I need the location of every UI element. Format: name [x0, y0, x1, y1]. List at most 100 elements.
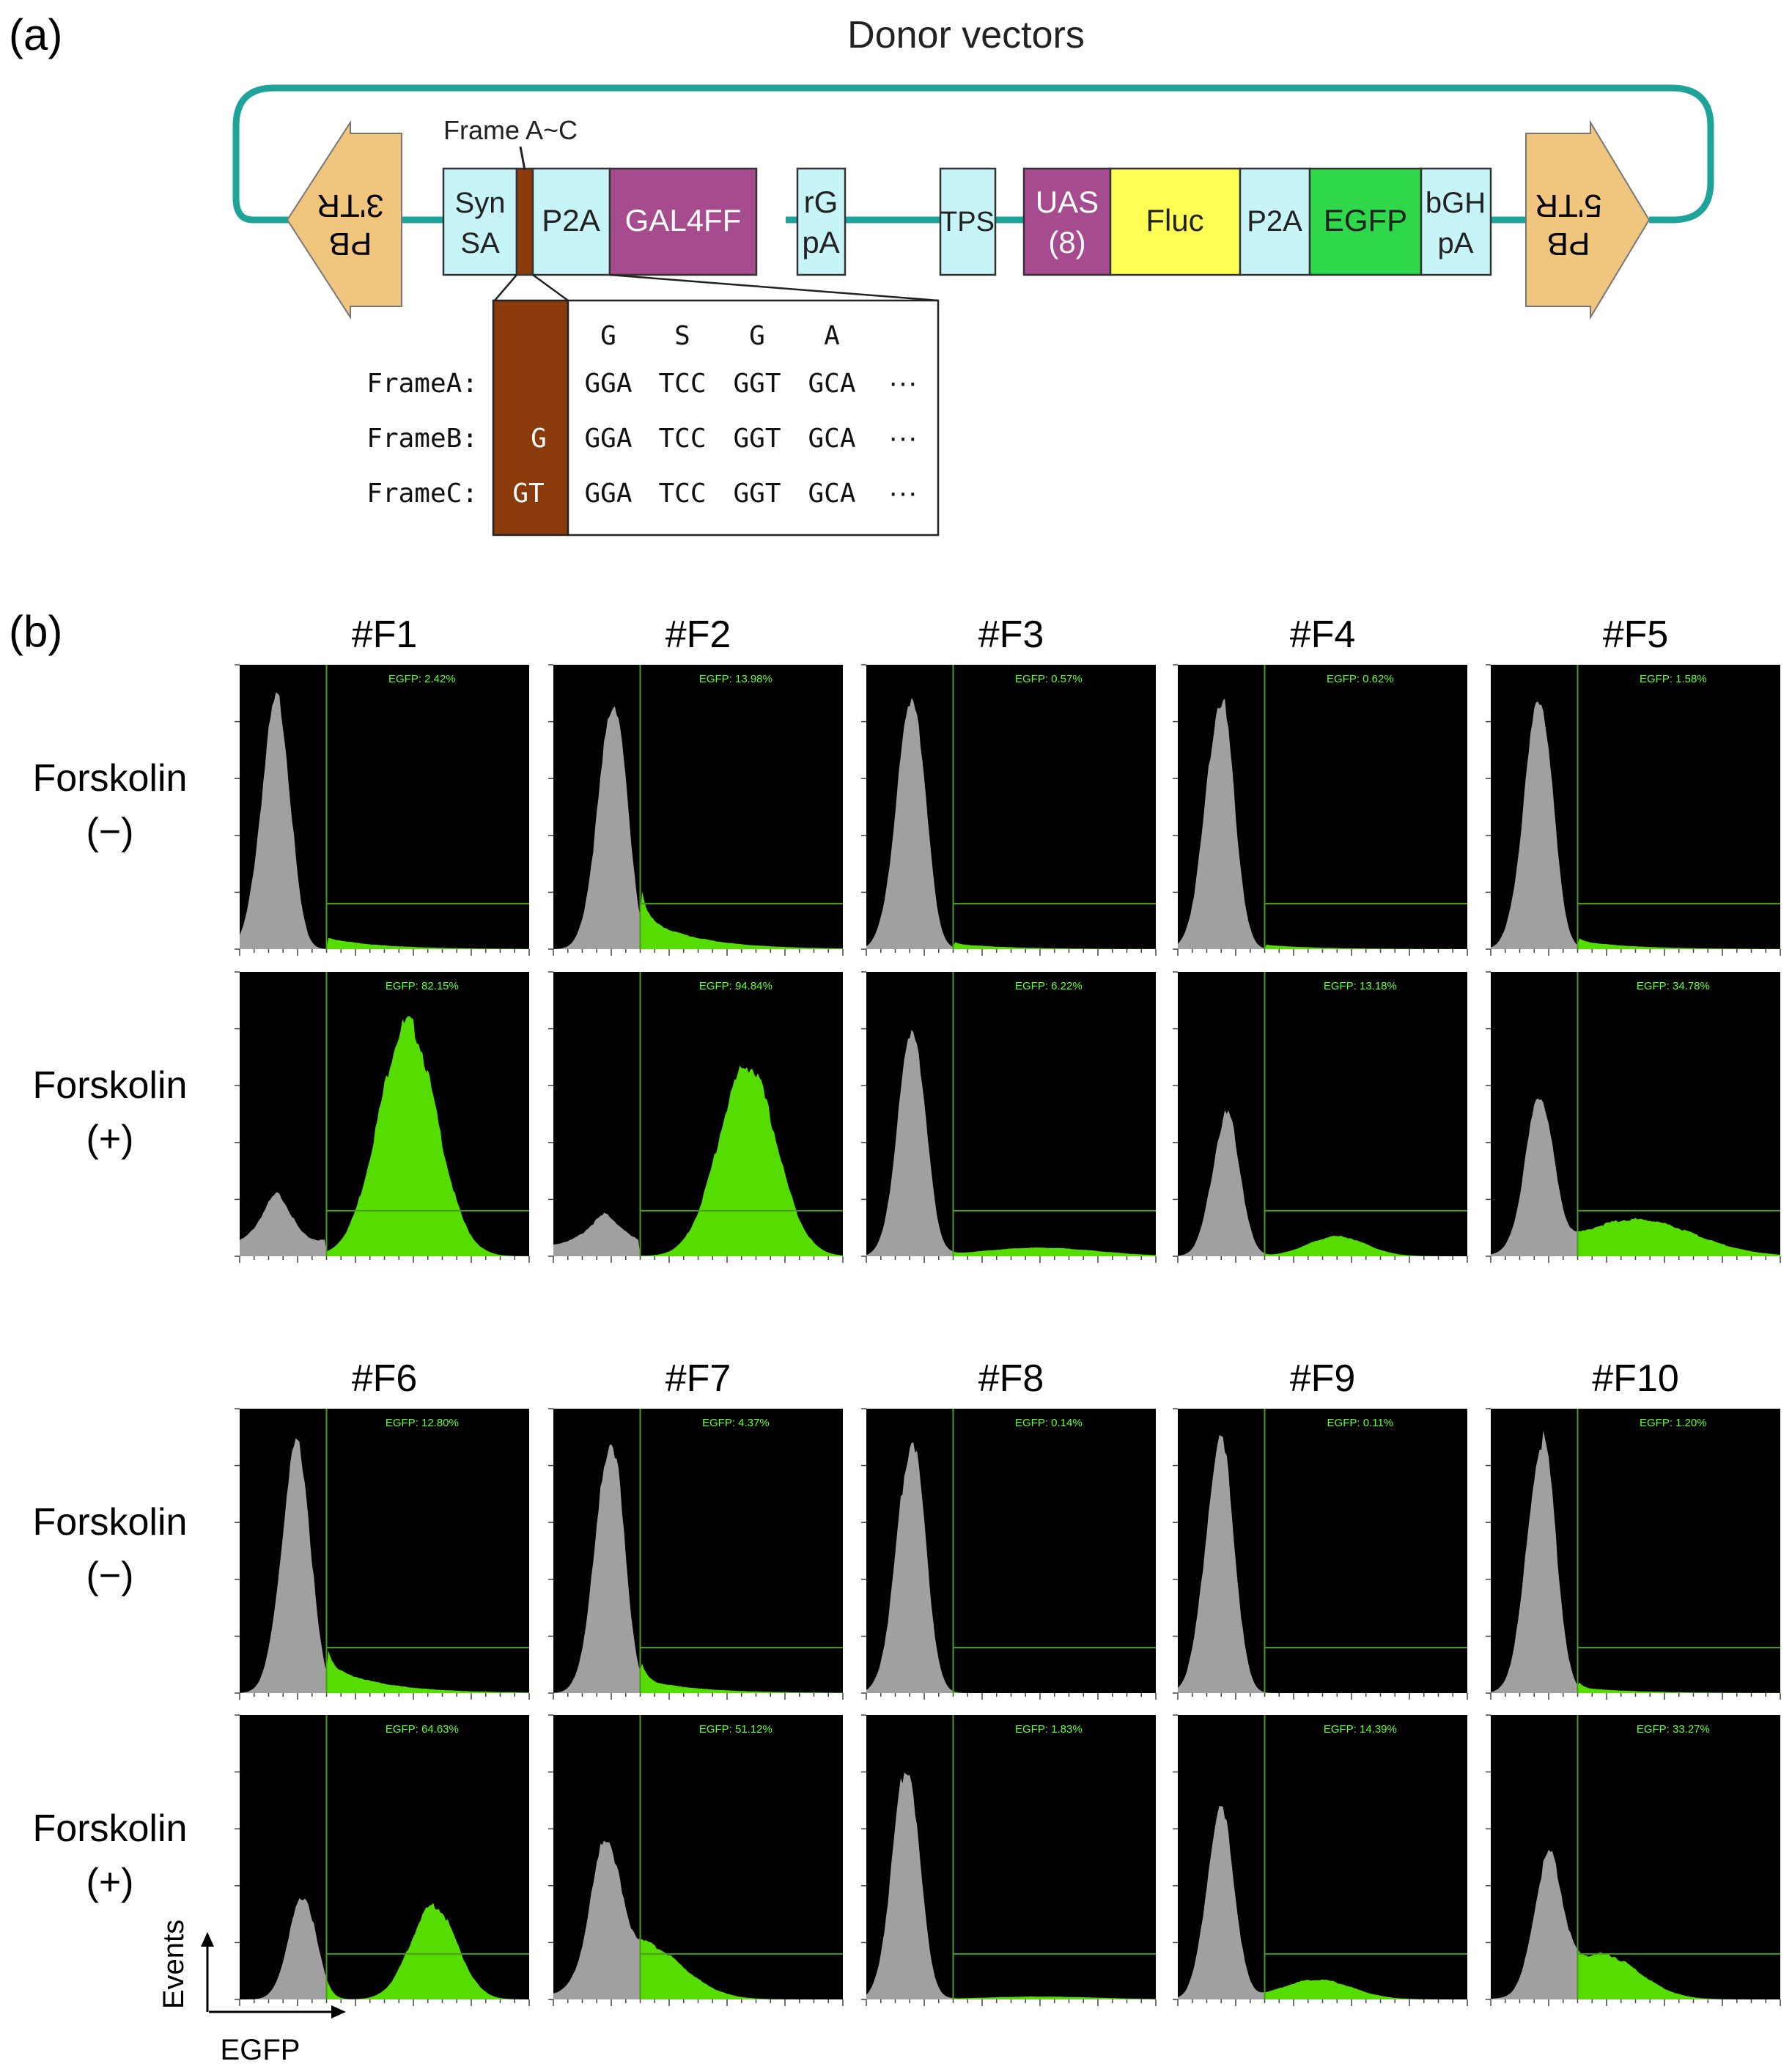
insert-column — [492, 299, 569, 537]
egfp-negative-population — [240, 1438, 327, 1693]
pb-right-line2: 5'TR — [1535, 188, 1602, 224]
egfp-negative-population — [240, 692, 327, 949]
egfp-positive-population — [1577, 1217, 1780, 1256]
clone-title: #F5 — [1603, 613, 1669, 656]
histogram-forskolin-minus: EGFP: 0.14% — [861, 1408, 1157, 1700]
egfp-positive-population — [1577, 1682, 1780, 1693]
gate-percentage: EGFP: 64.63% — [386, 1723, 459, 1736]
histogram-forskolin-minus: EGFP: 0.57% — [861, 664, 1157, 956]
frame-label: Frame A~C — [443, 115, 578, 145]
tps-label: TPS — [940, 207, 995, 237]
histogram-forskolin-plus: EGFP: 34.78% — [1486, 971, 1781, 1263]
row-label-line1: Forskolin — [33, 1807, 188, 1850]
codon: GGA — [584, 369, 632, 399]
row-label-line2: (+) — [86, 1861, 134, 1903]
codon: GCA — [808, 369, 855, 399]
gate-percentage: EGFP: 1.20% — [1640, 1417, 1707, 1429]
gal4ff-box — [608, 167, 758, 276]
gate-percentage: EGFP: 33.27% — [1637, 1723, 1710, 1736]
gate-percentage: EGFP: 51.12% — [699, 1723, 773, 1736]
zoom-line-left — [494, 274, 517, 301]
rgpa-line1: rG — [804, 185, 838, 219]
histogram-forskolin-minus: EGFP: 1.58% — [1486, 664, 1781, 956]
egfp-negative-population — [866, 1030, 954, 1256]
gate-percentage: EGFP: 2.42% — [388, 673, 456, 685]
clone-title: #F1 — [352, 613, 418, 656]
egfp-negative-population — [1178, 1805, 1265, 1999]
panel-a: (a) Donor vectors PB 3'TR PB 5'TR Syn SA… — [9, 10, 1714, 537]
codon: TCC — [658, 479, 706, 509]
rgpa-line2: pA — [802, 225, 839, 259]
frame-name: FrameB: — [366, 424, 478, 454]
egfp-positive-population — [1577, 1950, 1780, 1999]
egfp-label: EGFP — [1324, 203, 1407, 237]
codon: GGA — [584, 479, 632, 509]
pb-left-line1: PB — [329, 226, 372, 262]
codon: GGT — [733, 369, 781, 399]
p2a-label-2: P2A — [1247, 205, 1302, 237]
histogram-forskolin-plus: EGFP: 33.27% — [1486, 1714, 1781, 2006]
gate-percentage: EGFP: 12.80% — [386, 1417, 459, 1429]
y-axis-label: Events — [158, 1920, 190, 2009]
egfp-negative-population — [240, 1898, 327, 1999]
uas-box — [1022, 167, 1112, 276]
egfp-axis-arrowhead — [331, 2005, 346, 2018]
histogram-forskolin-plus: EGFP: 1.83% — [861, 1714, 1157, 2006]
egfp-negative-population — [553, 1840, 641, 1999]
egfp-positive-population — [640, 891, 843, 949]
histogram-forskolin-minus: EGFP: 0.11% — [1173, 1408, 1468, 1700]
gate-percentage: EGFP: 1.58% — [1640, 673, 1707, 685]
histogram-forskolin-minus: EGFP: 12.80% — [235, 1408, 530, 1700]
egfp-positive-population — [326, 937, 529, 949]
gate-percentage: EGFP: 13.18% — [1324, 980, 1397, 992]
p2a-box-1 — [531, 167, 611, 276]
panel-a-title: Donor vectors — [847, 14, 1085, 56]
codon-aa: G — [749, 321, 765, 351]
egfp-negative-population — [1491, 1098, 1578, 1256]
egfp-positive-population — [326, 1903, 529, 1999]
synsa-line2: SA — [460, 227, 500, 259]
egfp-negative-population — [1491, 1849, 1578, 1999]
histogram-forskolin-minus: EGFP: 13.98% — [548, 664, 844, 956]
gate-percentage: EGFP: 82.15% — [386, 980, 459, 992]
gate-percentage: EGFP: 94.84% — [699, 980, 773, 992]
clone-title: #F6 — [352, 1357, 418, 1400]
histogram-forskolin-minus: EGFP: 4.37% — [548, 1408, 844, 1700]
egfp-positive-population — [640, 1663, 843, 1693]
egfp-positive-population — [1264, 1236, 1467, 1256]
codon: TCC — [658, 424, 706, 454]
bghpa-line1: bGH — [1426, 187, 1486, 219]
fluc-box — [1109, 167, 1242, 276]
row-label-line1: Forskolin — [33, 757, 188, 800]
p2a-box-2 — [1239, 167, 1311, 276]
bghpa-line2: pA — [1438, 227, 1474, 259]
egfp-negative-population — [1178, 698, 1265, 949]
histogram-forskolin-plus: EGFP: 6.22% — [861, 971, 1157, 1263]
clone-title: #F4 — [1290, 613, 1356, 656]
histogram-forskolin-minus: EGFP: 0.62% — [1173, 664, 1468, 956]
histogram-forskolin-plus: EGFP: 64.63% — [235, 1714, 530, 2006]
gate-percentage: EGFP: 13.98% — [699, 673, 773, 685]
frame-pointer — [519, 146, 526, 171]
clone-title: #F8 — [978, 1357, 1044, 1400]
egfp-positive-population — [640, 1066, 843, 1256]
egfp-positive-population — [326, 1651, 529, 1693]
egfp-negative-population — [553, 1444, 641, 1693]
codon: TCC — [658, 369, 706, 399]
histogram-forskolin-minus: EGFP: 1.20% — [1486, 1408, 1781, 1700]
egfp-negative-population — [240, 1192, 327, 1256]
egfp-positive-population — [640, 1939, 843, 1999]
egfp-negative-population — [1178, 1435, 1265, 1693]
pb-right-line1: PB — [1547, 226, 1590, 262]
row-label-line2: (−) — [86, 811, 134, 853]
pb-5tr-arrow — [1525, 119, 1651, 320]
egfp-negative-population — [866, 698, 954, 949]
tps-box — [939, 167, 997, 276]
backbone-loop — [232, 84, 1714, 224]
panel-b-label: (b) — [9, 607, 62, 656]
frame-name: FrameC: — [366, 479, 478, 509]
egfp-positive-population — [953, 1997, 1156, 1999]
